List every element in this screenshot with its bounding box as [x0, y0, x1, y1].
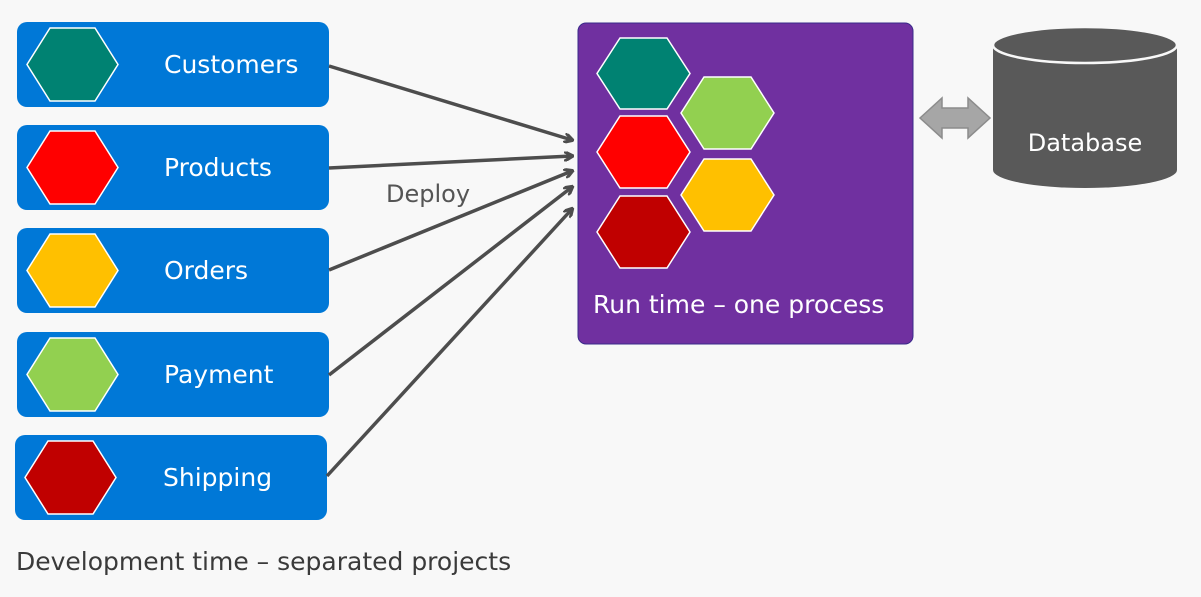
module-label: Payment	[164, 360, 274, 389]
deploy-arrows	[325, 64, 572, 478]
double-arrow-icon	[918, 96, 992, 140]
module-orders: Orders	[17, 228, 329, 313]
deploy-arrow	[328, 156, 572, 170]
runtime-process: Run time – one process	[577, 22, 914, 345]
module-customers: Customers	[17, 22, 329, 107]
deploy-label: Deploy	[386, 180, 470, 208]
module-label: Orders	[164, 256, 248, 285]
database-cylinder-icon: Database	[991, 25, 1179, 188]
module-label: Shipping	[163, 463, 272, 492]
runtime-hexagon-icon	[596, 195, 691, 269]
development-caption: Development time – separated projects	[16, 547, 511, 576]
module-label: Customers	[164, 50, 298, 79]
deploy-arrow	[328, 171, 572, 272]
runtime-hexagon-icon	[680, 158, 775, 232]
runtime-hexagon-icon	[596, 37, 691, 110]
database-top	[991, 25, 1179, 65]
module-hexagon-icon	[26, 130, 119, 205]
module-hexagon-icon	[24, 440, 117, 515]
deploy-arrow	[327, 187, 572, 377]
module-payment: Payment	[17, 332, 329, 417]
module-products: Products	[17, 125, 329, 210]
deploy-arrow	[325, 209, 572, 478]
module-shipping: Shipping	[15, 435, 327, 520]
runtime-label: Run time – one process	[593, 290, 884, 319]
database-body	[993, 45, 1177, 188]
module-hexagon-icon	[26, 27, 119, 102]
module-hexagon-icon	[26, 337, 119, 412]
database-label: Database	[1028, 129, 1143, 157]
module-label: Products	[164, 153, 272, 182]
runtime-hexagon-icon	[680, 76, 775, 150]
deploy-arrow	[328, 64, 572, 140]
runtime-hexagon-icon	[596, 115, 691, 189]
module-hexagon-icon	[26, 233, 119, 308]
